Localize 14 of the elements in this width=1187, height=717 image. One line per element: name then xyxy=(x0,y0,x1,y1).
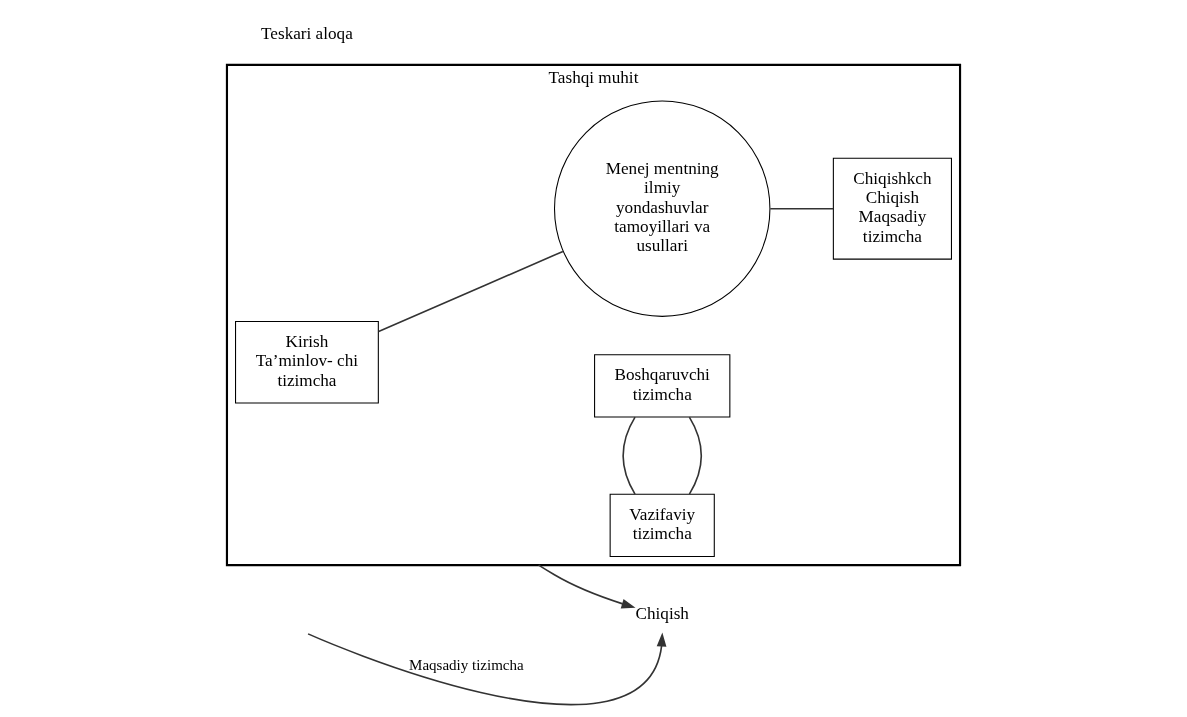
node-box: Chiqishkch Chiqish Maqsadiy tizimcha xyxy=(832,157,952,260)
arrow xyxy=(537,563,636,608)
connector xyxy=(622,415,636,495)
label: Teskari aloqa xyxy=(261,23,353,43)
edge-label: Maqsadiy tizimcha xyxy=(409,656,524,672)
arrow xyxy=(307,632,667,705)
node-box: Vazifaviy tizimcha xyxy=(609,493,715,557)
node-box: Boshqaruvchi tizimcha xyxy=(594,353,731,417)
connector xyxy=(377,250,564,332)
node-text: Chiqish xyxy=(635,603,689,623)
connector xyxy=(769,207,834,209)
node-circle: Menej mentning ilmiy yondashuvlar tamoyillari va usullari xyxy=(553,99,771,317)
node-box: Kirish Ta’minlov- chi tizimcha xyxy=(235,320,379,404)
connector xyxy=(688,415,703,495)
